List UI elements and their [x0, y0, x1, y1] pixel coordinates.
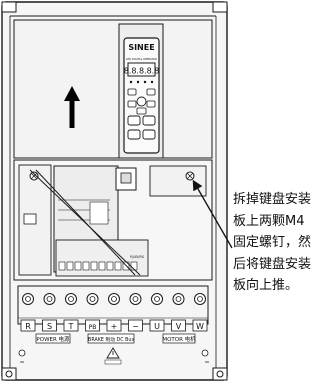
terminal-screw-icon: [65, 293, 77, 305]
terminal-label: R: [25, 322, 31, 331]
caption-line: 后将键盘安装: [233, 256, 312, 272]
terminal-label: U: [154, 322, 160, 331]
terminal-screw-head: [89, 296, 96, 302]
terminal-screw-head: [25, 296, 31, 302]
terminal-label-tile: [149, 319, 165, 332]
terminal-screw-icon: [151, 293, 163, 305]
brand-logo: SINEE: [128, 43, 154, 52]
instruction-caption: 拆掉键盘安装 板上两颗M4 固定螺钉，然 后将键盘安装 板向上推。: [233, 189, 336, 297]
terminal-label: S: [47, 322, 52, 331]
power-group-label: POWER 电源: [36, 335, 70, 343]
motor-group-label: MOTOR 电机: [162, 335, 196, 343]
panel-label: LED DIGITAL OPERATOR: [126, 57, 157, 61]
terminal-label-tile: [128, 319, 143, 332]
callout-arrow: [192, 179, 233, 249]
terminal-label-tile: [192, 319, 208, 332]
push-up-arrow: [64, 86, 80, 128]
led-display: [127, 62, 156, 77]
terminal-screw-icon: [108, 293, 120, 305]
brake-group-label: BRAKE 制动 DC Bus: [88, 336, 134, 343]
terminal-screw-head: [197, 296, 203, 302]
terminal-screw-head: [111, 296, 117, 302]
terminal-label-tile: [171, 319, 186, 332]
caption-line: 固定螺钉，然: [233, 235, 312, 250]
warning-icon: [104, 347, 122, 365]
terminal-screw-icon: [86, 293, 99, 305]
keypad-buttons: [127, 88, 156, 140]
terminal-screw-head: [175, 296, 182, 302]
terminal-screw-head: [68, 296, 74, 302]
keypad-panel: SINEE LED DIGITAL OPERATOR 8.8.8.8.8: [123, 37, 160, 154]
terminal-screw-head: [154, 296, 160, 302]
terminal-label-tile: [42, 319, 57, 332]
caption-line: 板向上推。: [233, 278, 299, 293]
terminal-screw-head: [132, 296, 139, 302]
power-terminal-block: R S T PB + − U V W: [17, 285, 209, 332]
terminal-screw-icon: [129, 293, 142, 305]
terminal-label-tile: [106, 319, 122, 332]
ground-screw-icons: [18, 349, 209, 363]
terminal-screw-head: [46, 296, 53, 302]
terminal-label-tile: [85, 319, 100, 332]
terminal-screw-icon: [172, 293, 185, 305]
terminal-label-tile: [20, 319, 36, 332]
caption-line: 拆掉键盘安装: [233, 192, 312, 207]
terminal-label: W: [196, 322, 204, 331]
terminal-label: −: [132, 322, 139, 331]
front-cover: [13, 19, 213, 159]
connector-label: RJ45/RS: [130, 255, 145, 259]
indicator-leds: [129, 80, 154, 84]
terminal-label: +: [111, 322, 118, 331]
guide-lines: [29, 169, 141, 276]
terminal-screw-icon: [43, 293, 56, 305]
terminal-screw-icon: [22, 293, 34, 305]
terminal-group-labels: POWER 电源 BRAKE 制动 DC Bus MOTOR 电机: [35, 333, 196, 344]
terminal-label: T: [68, 322, 74, 331]
terminal-label: V: [176, 322, 182, 331]
internal-board-area: RJ45/RS: [13, 159, 213, 281]
terminal-label: PB: [89, 324, 97, 331]
terminal-screw-icon: [194, 293, 206, 305]
caption-line: 板上两颗M4: [233, 213, 305, 229]
led-display-digits: 8.8.8.8.8: [124, 67, 160, 76]
terminal-label-tile: [63, 319, 79, 332]
